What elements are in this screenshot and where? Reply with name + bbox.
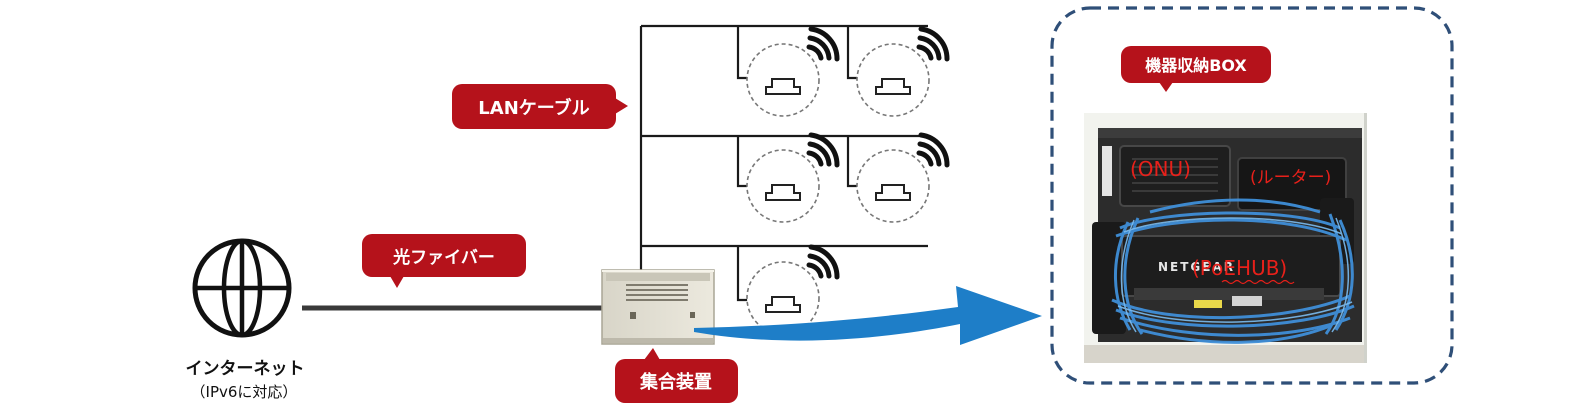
wifi-access-point-icon: [857, 29, 947, 116]
box-callout: 機器収納BOX: [1121, 46, 1271, 92]
wifi-access-point-icon: [747, 135, 837, 222]
wall-cabinet-icon: [601, 269, 715, 345]
wifi-access-point-icon: [747, 29, 837, 116]
router-label: (ルーター): [1250, 168, 1331, 188]
device-callout: 集合装置: [615, 348, 738, 403]
spellcheck-underline: [1221, 279, 1295, 285]
poehub-label: (PoEHUB): [1192, 256, 1287, 280]
blue-cables: [1111, 198, 1355, 344]
internet-sublabel: （IPv6に対応）: [191, 383, 298, 401]
lan-wiring: [639, 24, 928, 302]
storage-box-outline: [1050, 6, 1454, 385]
lan-callout: LANケーブル: [452, 84, 628, 129]
hub-brand-text: NETGEAR: [1158, 260, 1235, 274]
fiber-callout-text: 光ファイバー: [392, 247, 495, 268]
equipment-photo: NETGEAR: [1084, 113, 1367, 363]
box-callout-text: 機器収納BOX: [1145, 56, 1247, 75]
wifi-access-point-icon: [857, 135, 947, 222]
onu-label: (ONU): [1130, 157, 1191, 181]
device-callout-text: 集合装置: [639, 371, 712, 393]
internet-label: インターネット: [186, 359, 305, 379]
lan-callout-text: LANケーブル: [478, 97, 589, 119]
fiber-callout: 光ファイバー: [362, 234, 526, 288]
connection-arrow: [694, 286, 1042, 345]
globe-icon: [192, 238, 292, 338]
wifi-access-point-icon: [747, 247, 837, 334]
